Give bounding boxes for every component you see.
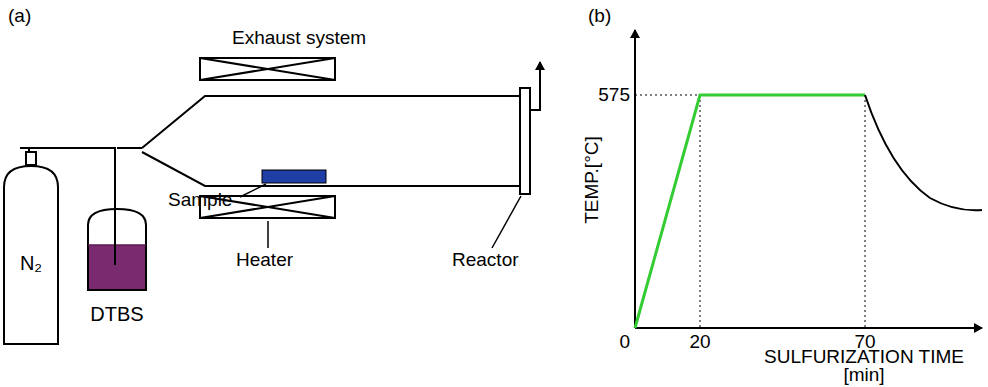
cooling-curve bbox=[865, 95, 982, 210]
node-label: DTBS bbox=[84, 303, 150, 325]
gas-cylinder: N₂ bbox=[2, 165, 60, 345]
panel-label: (b) bbox=[588, 6, 611, 26]
gas-pipe bbox=[117, 147, 142, 149]
exhaust-line bbox=[530, 62, 540, 110]
cylinder-valve bbox=[20, 148, 42, 165]
part-label: Exhaust system bbox=[232, 28, 366, 48]
guide-line bbox=[635, 95, 865, 328]
leader-line bbox=[240, 184, 521, 248]
part-label: Sample bbox=[168, 190, 232, 210]
sample-substrate bbox=[262, 170, 326, 183]
node-label: N₂ bbox=[2, 252, 60, 274]
part-label: Reactor bbox=[452, 250, 519, 270]
part-label: Heater bbox=[236, 250, 293, 270]
axis-label: SULFURIZATION TIME [min] bbox=[744, 348, 984, 384]
temperature-profile bbox=[635, 95, 865, 328]
axis-label: 0 bbox=[619, 332, 630, 352]
graph-axes bbox=[635, 30, 982, 328]
axis-label: 575 bbox=[598, 85, 630, 105]
axis-label: TEMP.[°C] bbox=[582, 136, 602, 224]
reactor-tube bbox=[142, 88, 530, 194]
panel-label: (a) bbox=[8, 6, 31, 26]
bubbler: DTBS bbox=[84, 205, 150, 330]
axis-label: 20 bbox=[689, 332, 710, 352]
